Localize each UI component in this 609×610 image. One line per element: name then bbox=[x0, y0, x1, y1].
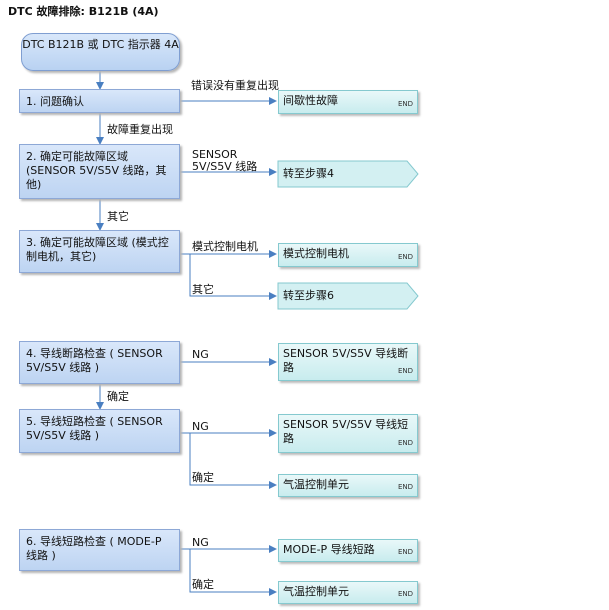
label-not-reproduced: 错误没有重复出现 bbox=[191, 79, 279, 92]
step-3-label: 3. 确定可能故障区域 (模式控制电机，其它) bbox=[26, 236, 169, 263]
step-1-label: 1. 问题确认 bbox=[26, 95, 84, 108]
step-3: 3. 确定可能故障区域 (模式控制电机，其它) bbox=[19, 230, 180, 273]
label-reproduced: 故障重复出现 bbox=[107, 123, 173, 136]
end-marker: END bbox=[397, 253, 413, 261]
edge-step6-res9 bbox=[189, 549, 277, 596]
end-marker: END bbox=[397, 590, 413, 598]
end-marker: END bbox=[397, 548, 413, 556]
label-other-2: 其它 bbox=[192, 283, 214, 296]
result-goto-step4: 转至步骤4 bbox=[283, 167, 334, 180]
end-marker: END bbox=[397, 439, 413, 447]
label-ng-6: NG bbox=[192, 536, 209, 549]
end-marker: END bbox=[397, 367, 413, 375]
label-ng-4: NG bbox=[192, 348, 209, 361]
end-marker: END bbox=[397, 100, 413, 108]
label-ok-5: 确定 bbox=[192, 471, 214, 484]
step-4-label: 4. 导线断路检查 ( SENSOR 5V/S5V 线路 ) bbox=[26, 347, 163, 374]
step-2: 2. 确定可能故障区域 (SENSOR 5V/S5V 线路，其他) bbox=[19, 144, 180, 199]
page-title: DTC 故障排除: B121B (4A) bbox=[8, 5, 159, 18]
edge-step5-res7 bbox=[189, 433, 277, 489]
step-5: 5. 导线短路检查 ( SENSOR 5V/S5V 线路 ) bbox=[19, 409, 180, 453]
step-6-label: 6. 导线短路检查 ( MODE-P 线路 ) bbox=[26, 535, 162, 562]
step-5-label: 5. 导线短路检查 ( SENSOR 5V/S5V 线路 ) bbox=[26, 415, 163, 442]
start-node-label: DTC B121B 或 DTC 指示器 4A bbox=[22, 38, 179, 51]
goto-step4-shape bbox=[277, 160, 419, 188]
result-goto-step6: 转至步骤6 bbox=[283, 289, 334, 302]
step-1: 1. 问题确认 bbox=[19, 89, 180, 113]
step-6: 6. 导线短路检查 ( MODE-P 线路 ) bbox=[19, 529, 180, 571]
label-mode-motor: 模式控制电机 bbox=[192, 240, 258, 253]
label-ng-5: NG bbox=[192, 420, 209, 433]
label-other: 其它 bbox=[107, 210, 129, 223]
label-ok-4: 确定 bbox=[107, 390, 129, 403]
end-marker: END bbox=[397, 483, 413, 491]
goto-step6-shape bbox=[277, 282, 419, 310]
label-sensor-line: SENSOR 5V/S5V 线路 bbox=[192, 148, 258, 173]
edge-step3-res4 bbox=[189, 254, 277, 300]
step-4: 4. 导线断路检查 ( SENSOR 5V/S5V 线路 ) bbox=[19, 341, 180, 384]
label-ok-6: 确定 bbox=[192, 578, 214, 591]
start-node: DTC B121B 或 DTC 指示器 4A bbox=[21, 33, 180, 71]
step-2-label: 2. 确定可能故障区域 (SENSOR 5V/S5V 线路，其他) bbox=[26, 150, 167, 191]
